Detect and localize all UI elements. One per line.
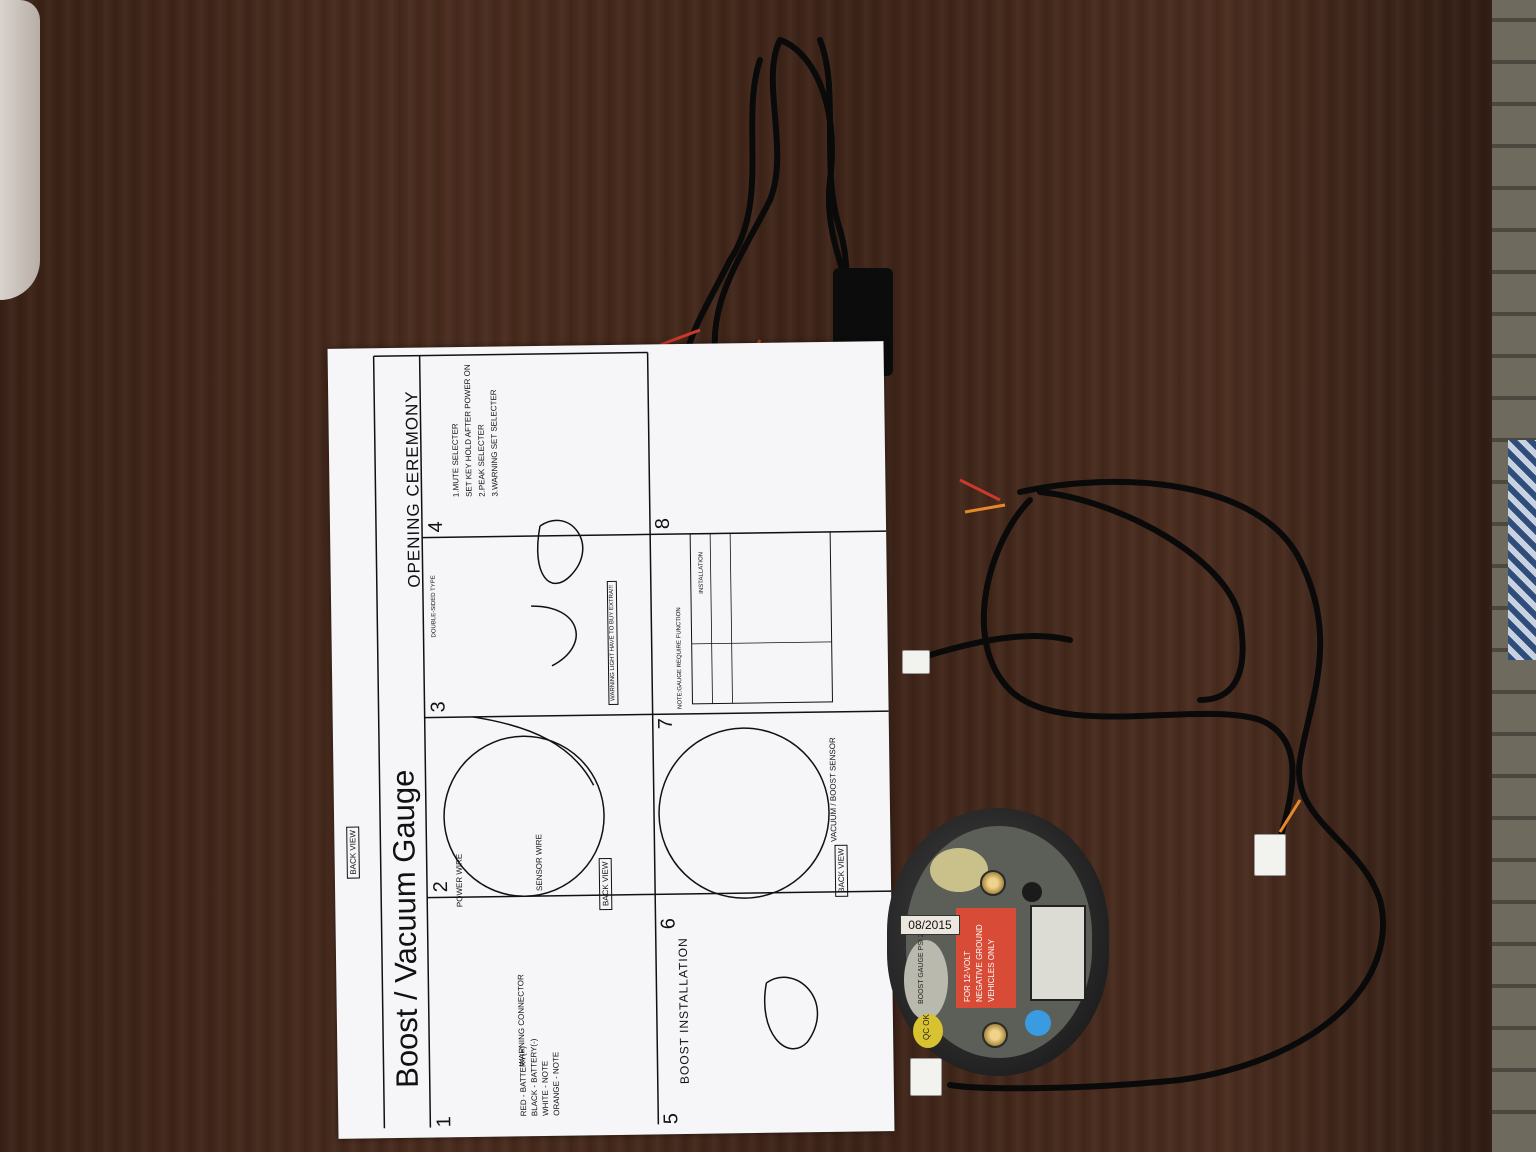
top-sticker [930,848,988,892]
boost-installation-heading: BOOST INSTALLATION [675,937,692,1085]
qc-sticker: QC OK [913,1014,943,1048]
connector-plug [910,1058,942,1096]
sensor-wire-label: SENSOR WIRE [534,834,545,892]
connector-plug [1254,834,1286,876]
section-number: 2 [429,881,453,893]
sheet-grid [372,351,892,1129]
cloth-right [1508,440,1536,660]
back-view-label: BACK VIEW [346,826,360,879]
warning-connector-label: WARNING CONNECTOR [516,974,527,1067]
warning-light-box: WARNING LIGHT HAVE TO BUY EXTRA!!! [606,580,619,706]
date-sticker: 08/2015 [900,915,960,935]
cloth-left [0,0,40,300]
section-number: 3 [427,701,450,713]
connector-block [1030,905,1086,1001]
section-number: 7 [654,717,677,730]
mount-hole [1022,882,1042,902]
blue-sticker [1025,1010,1051,1036]
sensor-title: VACUUM / BOOST SENSOR [827,737,839,842]
terminal-stud [982,1022,1008,1048]
gauge-type-sticker: BOOST GAUGE PSI 270 [904,926,948,1020]
section-number: 1 [433,1116,456,1128]
double-sided-label: DOUBLE-SIDED TYPE [430,575,438,638]
voltage-sticker: FOR 12-VOLT NEGATIVE GROUND VEHICLES ONL… [956,908,1016,1008]
installation-heading: INSTALLATION [698,551,705,594]
sheet-title: Boost / Vacuum Gauge [385,769,425,1089]
instruction-sheet: Boost / Vacuum Gauge OPENING CEREMONY BO… [327,341,895,1139]
step4-text: 1.MUTE SELECTER SET KEY HOLD AFTER POWER… [450,364,500,498]
section-number: 6 [657,917,680,930]
back-view-label: BACK VIEW [834,844,849,897]
power-wire-label: POWER WIRE [454,853,465,908]
connector-plug [902,650,930,674]
section-number: 8 [651,517,675,530]
section-number: 5 [660,1112,683,1125]
terminal-stud [980,870,1006,896]
section-number: 4 [424,521,448,533]
opening-ceremony-heading: OPENING CEREMONY [402,390,424,588]
back-view-label: BACK VIEW [598,857,613,911]
